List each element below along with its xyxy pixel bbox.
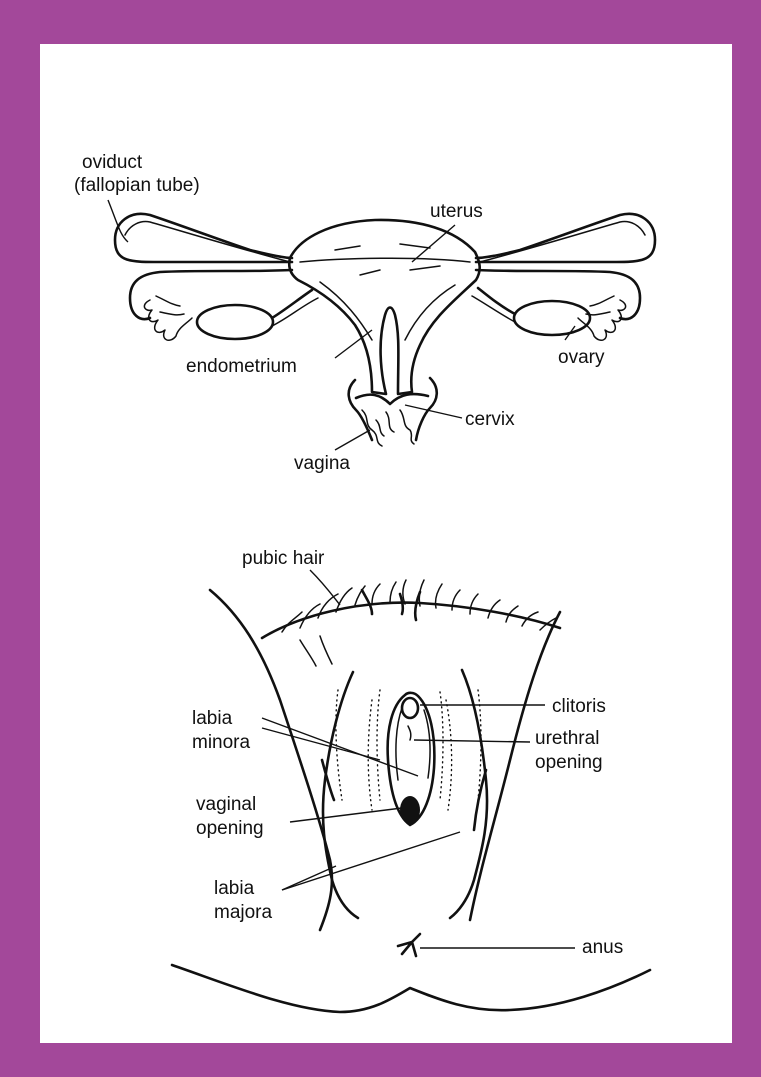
vagina-drawing [362,410,414,446]
left-fimbriae [144,296,192,340]
internal-anatomy-drawing [115,214,655,446]
label-vaginal-opening: opening [196,818,264,839]
labia-majora-right [450,670,487,918]
left-ovary [197,305,273,339]
anus-drawing [398,934,420,956]
labia-majora-left [323,672,358,918]
label-pubic-hair: pubic hair [242,548,325,569]
right-fimbriae [578,296,626,340]
label-fallopian-tube: (fallopian tube) [74,175,200,196]
label-clitoris: clitoris [552,696,606,717]
label-vaginal: vaginal [196,794,256,815]
label-endometrium: endometrium [186,356,297,377]
buttocks-outline [172,965,650,1012]
label-urethral-opening: opening [535,752,603,773]
label-labia-minora-1: labia [192,708,233,729]
vaginal-opening-drawing [400,796,420,824]
label-uterus: uterus [430,201,483,222]
clitoris-drawing [402,698,418,718]
label-urethral: urethral [535,728,599,749]
label-ovary: ovary [558,347,605,368]
label-cervix: cervix [465,409,515,430]
label-anus: anus [582,937,623,958]
label-labia-majora-2: majora [214,902,273,923]
label-vagina: vagina [294,453,350,474]
label-oviduct: oviduct [82,152,143,173]
uterine-cavity [300,258,470,340]
label-labia-minora-2: minora [192,732,251,753]
uterus-body [289,220,479,394]
label-labia-majora-1: labia [214,878,255,899]
